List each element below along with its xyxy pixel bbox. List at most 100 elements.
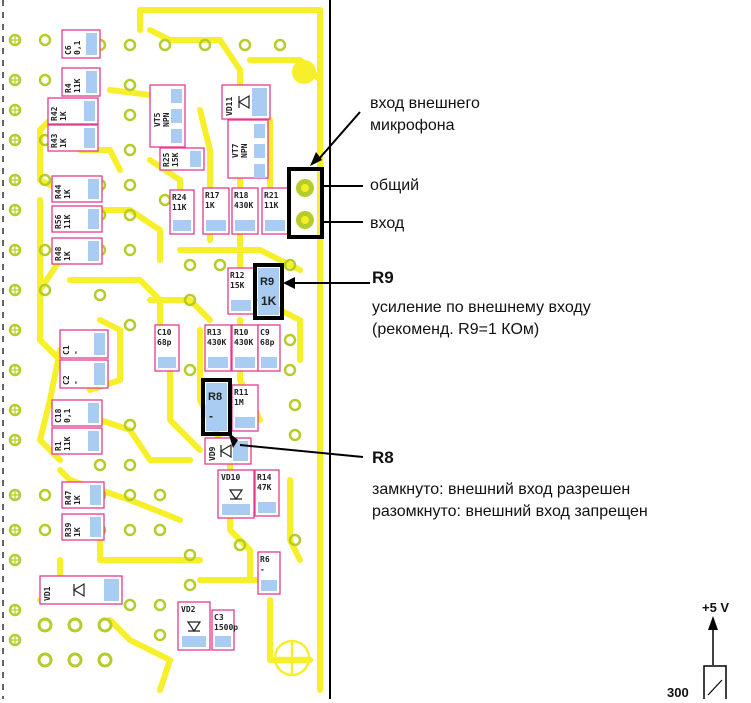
svg-text:C1: C1 — [62, 345, 71, 355]
svg-text:47K: 47K — [257, 483, 272, 492]
svg-text:R9: R9 — [260, 276, 274, 288]
svg-text:11K: 11K — [63, 436, 72, 451]
label-ext-mic-line2: микрофона — [370, 117, 455, 134]
svg-text:VD2: VD2 — [181, 605, 196, 614]
arrowheads — [228, 152, 322, 448]
svg-text:R21: R21 — [264, 191, 279, 200]
arrow-up-icon — [708, 616, 718, 630]
svg-text:430K: 430K — [207, 338, 226, 347]
svg-text:1K: 1K — [63, 189, 72, 199]
label-r8-desc-line1: замкнуто: внешний вход разрешен — [372, 481, 631, 498]
label-r8-desc-line2: разомкнуто: внешний вход запрещен — [372, 503, 648, 520]
svg-text:11K: 11K — [264, 201, 279, 210]
trace — [147, 27, 243, 93]
label-vcc: +5 V — [702, 600, 730, 615]
component-vd9: VD9 — [204, 437, 252, 465]
svg-text:11K: 11K — [172, 203, 187, 212]
trace — [87, 207, 163, 263]
label-common: общий — [370, 177, 420, 194]
svg-text:R44: R44 — [54, 184, 63, 199]
svg-text:R39: R39 — [64, 522, 73, 537]
svg-text:15K: 15K — [230, 281, 245, 290]
component-c2: C2- — [59, 359, 109, 389]
svg-text:R4: R4 — [64, 83, 73, 93]
svg-text:1K: 1K — [205, 201, 215, 210]
svg-text:R48: R48 — [54, 246, 63, 261]
svg-text:R56: R56 — [54, 214, 63, 229]
svg-text:1K: 1K — [73, 527, 82, 537]
svg-text:15K: 15K — [171, 152, 180, 167]
mounting-hole — [273, 639, 311, 677]
resistor-symbol — [703, 665, 727, 699]
svg-text:R17: R17 — [205, 191, 220, 200]
label-r9-desc-line1: усиление по внешнему входу — [372, 299, 591, 316]
leader-r8 — [239, 444, 364, 458]
svg-text:R24: R24 — [172, 193, 187, 202]
label-r8-title: R8 — [372, 448, 394, 467]
trace — [267, 597, 313, 663]
svg-text:VD1: VD1 — [43, 586, 52, 601]
connector-highlight — [287, 167, 324, 239]
component-vd1: VD1 — [39, 575, 123, 605]
svg-text:R6: R6 — [260, 555, 270, 564]
svg-text:NPN: NPN — [162, 112, 171, 127]
svg-text:R14: R14 — [257, 473, 272, 482]
r8-highlight — [201, 378, 232, 436]
svg-text:VD11: VD11 — [225, 97, 234, 116]
svg-text:-: - — [260, 565, 265, 574]
svg-text:R8: R8 — [208, 391, 222, 403]
svg-text:VT5: VT5 — [153, 112, 162, 127]
trace — [77, 147, 123, 173]
trace — [287, 477, 303, 563]
label-input: вход — [370, 215, 405, 232]
svg-text:R12: R12 — [230, 271, 245, 280]
svg-text:1M: 1M — [234, 398, 244, 407]
svg-text:-: - — [71, 350, 80, 355]
diode-icon — [72, 582, 85, 598]
trace — [67, 277, 163, 343]
component-vd10: VD10 — [217, 469, 255, 519]
svg-text:R13: R13 — [207, 328, 222, 337]
svg-text:C10: C10 — [157, 328, 172, 337]
label-r9-title: R9 — [372, 268, 394, 287]
svg-text:R25: R25 — [162, 152, 171, 167]
svg-text:1K: 1K — [59, 111, 68, 121]
component-c1: C1- — [59, 329, 109, 359]
svg-text:R10: R10 — [234, 328, 249, 337]
svg-text:68p: 68p — [157, 338, 172, 347]
svg-text:C9: C9 — [260, 328, 270, 337]
trace-right-rail — [137, 7, 323, 693]
component-vd2: VD2 — [177, 601, 211, 651]
svg-text:1500p: 1500p — [214, 623, 238, 632]
svg-text:1K: 1K — [63, 251, 72, 261]
trace — [177, 247, 303, 273]
svg-text:R43: R43 — [50, 133, 59, 148]
svg-text:C2: C2 — [62, 375, 71, 385]
label-r-bottom: 300 — [667, 685, 689, 700]
trace — [107, 617, 173, 693]
mounting-dot — [292, 60, 316, 84]
via-row-bottom — [37, 617, 113, 668]
svg-text:R18: R18 — [234, 191, 249, 200]
svg-text:0,1: 0,1 — [63, 408, 72, 423]
svg-text:R47: R47 — [64, 490, 73, 505]
svg-text:0,1: 0,1 — [73, 40, 82, 55]
